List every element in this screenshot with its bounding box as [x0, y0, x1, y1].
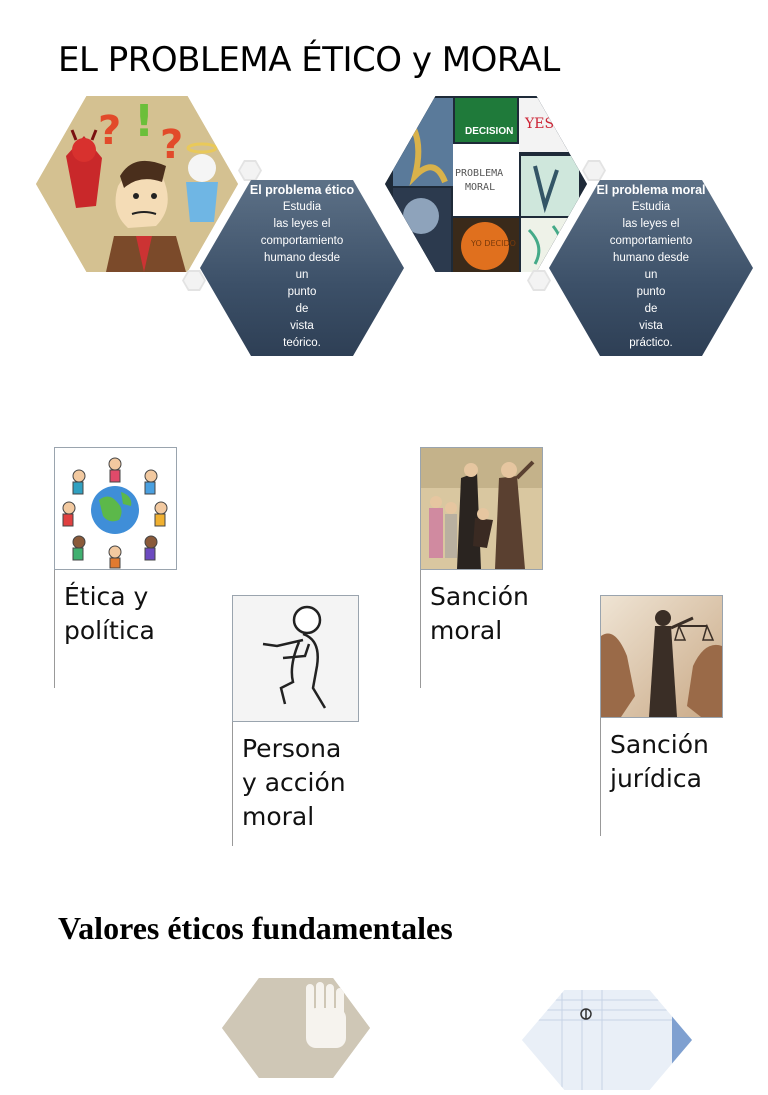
moral-line: las leyes el	[622, 218, 680, 230]
card-label-sancion-juridica: Sanción jurídica	[610, 728, 709, 796]
moral-line: de	[644, 303, 658, 315]
card-label-line: Sanción	[610, 730, 709, 759]
section-title: Valores éticos fundamentales	[58, 910, 453, 946]
collage-problema-text: PROBLEMA	[455, 168, 503, 179]
card-label-line: Ética y	[64, 582, 149, 611]
card-label-line: jurídica	[610, 764, 702, 793]
decorative-small-hexagon	[238, 160, 262, 181]
walking-person-image	[232, 595, 359, 722]
hand-image-partial	[222, 978, 370, 1078]
moral-line: humano desde	[612, 252, 690, 264]
ethical-problem-hexagon: El problema ético Estudia las leyes el c…	[200, 180, 404, 356]
collage-moral-text: MORAL	[465, 182, 495, 193]
justice-statue-image	[600, 595, 723, 718]
ethical-line: las leyes el	[273, 218, 331, 230]
card-label-line: política	[64, 616, 155, 645]
card-label-line: moral	[242, 802, 315, 831]
svg-text:?: ?	[160, 122, 183, 168]
card-label-line: Sanción	[430, 582, 529, 611]
card-label-line: moral	[430, 616, 503, 645]
moral-problem-heading: El problema moral	[596, 183, 706, 197]
ethical-line: Estudia	[282, 201, 322, 213]
globe-children-image	[54, 447, 177, 570]
moral-line: comportamiento	[609, 235, 693, 247]
decorative-small-hexagon	[182, 270, 206, 291]
svg-text:!: !	[134, 96, 154, 147]
moral-sanction-painting	[420, 447, 543, 570]
moral-line: vista	[639, 320, 663, 332]
card-label-etica-politica: Ética y política	[64, 580, 155, 648]
ethical-line: teórico.	[283, 337, 321, 349]
moral-problem-hexagon: El problema moral Estudia las leyes el c…	[549, 180, 753, 356]
ethics-dilemma-image: ? ! ?	[36, 96, 238, 272]
ethical-line: punto	[287, 286, 317, 298]
ethical-line: un	[295, 269, 309, 281]
moral-line: práctico.	[629, 337, 673, 349]
card-label-sancion-moral: Sanción moral	[430, 580, 529, 648]
ethical-problem-heading: El problema ético	[249, 183, 355, 197]
decorative-small-hexagon	[527, 270, 551, 291]
peace-drawing-partial	[522, 990, 692, 1090]
card-label-persona-accion-moral: Persona y acción moral	[242, 732, 346, 834]
svg-text:?: ?	[98, 108, 121, 154]
moral-line: un	[644, 269, 658, 281]
page-title: EL PROBLEMA ÉTICO y MORAL	[58, 40, 560, 80]
decorative-small-hexagon	[582, 160, 606, 181]
moral-line: Estudia	[631, 201, 671, 213]
moral-line: punto	[636, 286, 666, 298]
ethical-line: de	[295, 303, 309, 315]
yes-text: YES	[524, 116, 554, 132]
ethical-line: vista	[290, 320, 314, 332]
ethical-line: comportamiento	[260, 235, 344, 247]
card-label-line: y acción	[242, 768, 346, 797]
card-label-line: Persona	[242, 734, 342, 763]
decision-sign-text: DECISION	[465, 126, 513, 137]
ethical-line: humano desde	[263, 252, 341, 264]
moral-problem-collage: DECISION YES PROBLEMA MORAL YO DECIDO	[385, 96, 587, 272]
yo-decido-text: YO DECIDO	[470, 239, 516, 248]
